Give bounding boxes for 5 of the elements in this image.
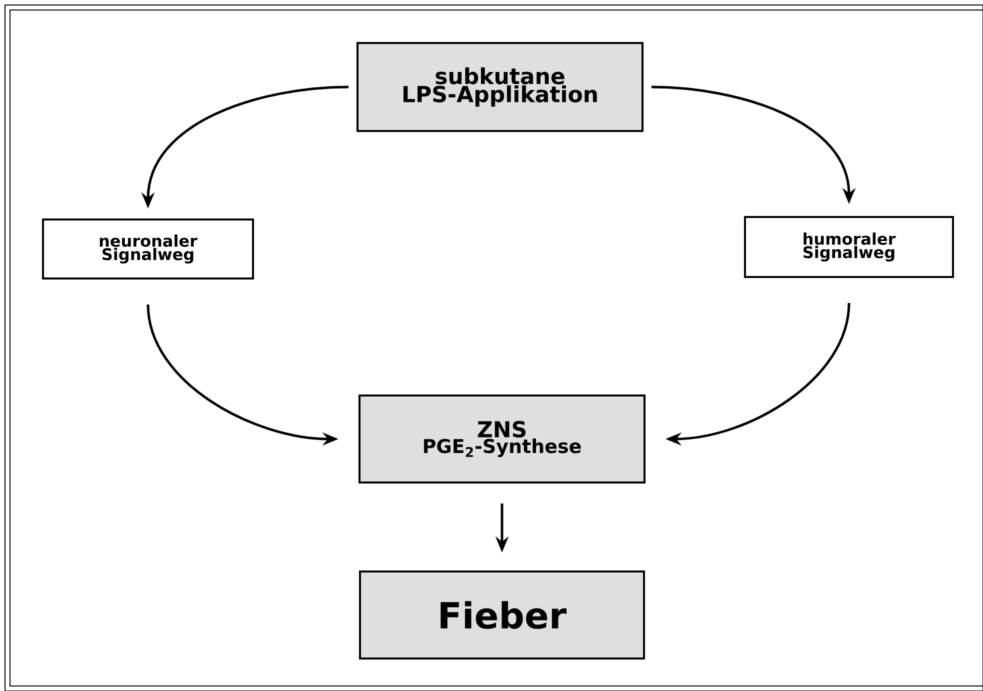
pathway-box: humoraler Signalweg: [744, 216, 954, 278]
process-box: Fieber: [359, 570, 645, 660]
process-box: subkutane LPS-Applikation: [356, 42, 644, 132]
process-box: ZNS PGE$_{2}$-Synthese: [358, 394, 646, 484]
pathway-box: neuronaler Signalweg: [42, 218, 254, 280]
